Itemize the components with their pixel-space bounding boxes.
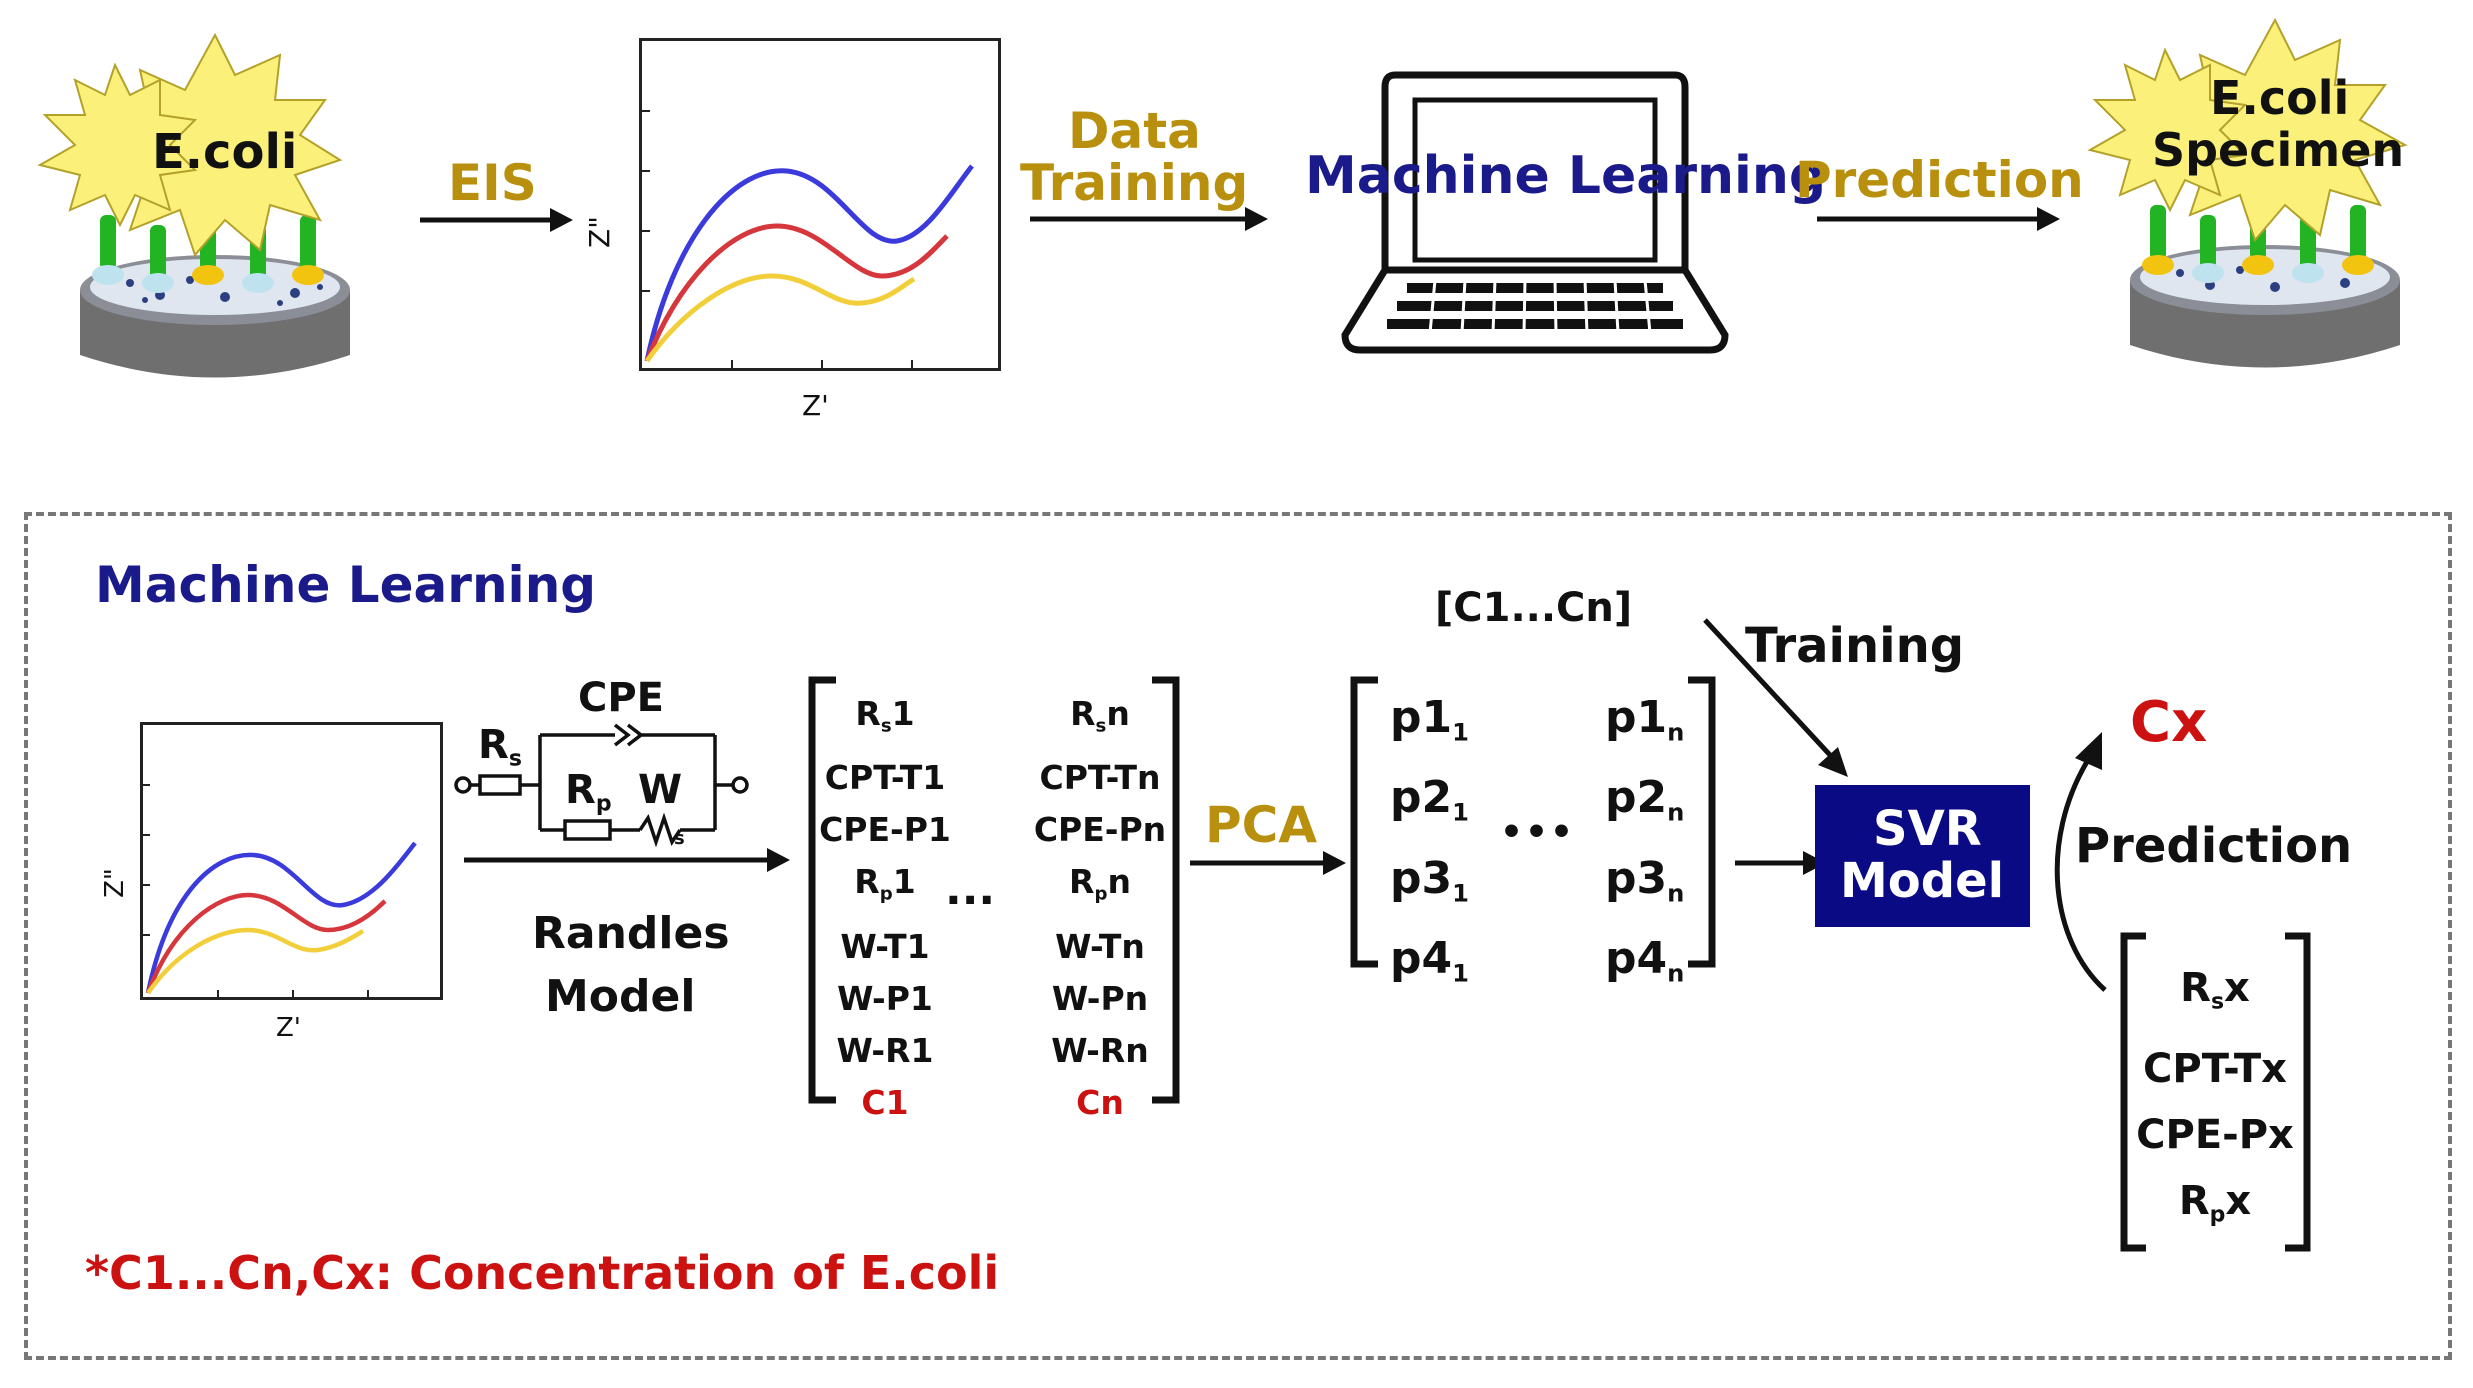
rs-resistor — [478, 774, 522, 796]
matrix-cell: CPE-Pn — [1033, 810, 1167, 850]
pca-cell: p3n — [1605, 852, 1685, 908]
prediction-panel-label: Prediction — [2075, 818, 2353, 874]
arrow-to-parameter-matrix — [464, 848, 790, 872]
top-curve-yellow — [644, 273, 916, 363]
input-cell: CPE-Px — [2136, 1111, 2294, 1158]
pca-cell: p4n — [1605, 933, 1685, 988]
arrow-eis — [420, 208, 573, 232]
data-training-label-line2: Training — [1020, 154, 1249, 212]
ecoli-label: E.coli — [152, 124, 298, 180]
circuit-w-label: W — [638, 767, 683, 813]
machine-learning-panel — [24, 512, 2452, 1360]
panel-curve-blue — [145, 841, 417, 994]
pca-ellipsis: ••• — [1500, 812, 1576, 853]
matrix-cell: Rsn — [1070, 694, 1130, 737]
input-cell: Rsx — [2180, 965, 2250, 1015]
data-training-label-line1: Data — [1068, 102, 1201, 160]
ecoli-specimen-illustration — [2075, 15, 2455, 385]
matrix-cell: CPT-T1 — [824, 758, 946, 798]
matrix-column-last: Rsn CPT-Tn CPE-Pn Rpn W-Tn W-Pn W-Rn Cn — [1020, 688, 1180, 1129]
parameter-matrix-brackets — [808, 676, 1180, 1104]
circuit-rp-label: Rp — [565, 767, 612, 817]
panel-nyquist-plot — [140, 722, 443, 1000]
top-plot-y-label: Z" — [583, 215, 617, 249]
circuit-cpe-label: CPE — [578, 675, 664, 721]
circuit-ws-sub-label: s — [674, 828, 685, 849]
input-vector-brackets — [2120, 932, 2311, 1252]
prediction-top-label: Prediction — [1795, 151, 2084, 209]
cpe-element — [613, 723, 644, 747]
matrix-cell: Rp1 — [854, 862, 916, 905]
rp-resistor — [563, 819, 612, 841]
matrix-cell: Rs1 — [855, 694, 915, 737]
pca-cell: p21 — [1390, 772, 1469, 827]
matrix-cell: W-Tn — [1055, 926, 1145, 966]
matrix-column-first: Rs1 CPT-T1 CPE-P1 Rp1 W-T1 W-P1 W-R1 C1 — [805, 688, 965, 1129]
top-plot-x-label: Z' — [802, 389, 829, 422]
svr-label-line2: Model — [1840, 853, 2005, 909]
svr-model-box — [1815, 785, 2030, 927]
circuit-rs-label: Rs — [478, 722, 522, 772]
matrix-cell: W-P1 — [837, 978, 933, 1018]
matrix-cell: W-Rn — [1051, 1030, 1149, 1070]
panel-curve-yellow — [146, 927, 365, 995]
arrow-prediction-curve — [2054, 732, 2107, 992]
pca-column-last: p1n p2n p3n p4n — [1605, 685, 1684, 1007]
panel-plot-y-label: Z" — [99, 868, 130, 898]
top-curve-red — [644, 223, 949, 362]
matrix-cell: W-Pn — [1051, 978, 1149, 1018]
randles-circuit-diagram — [454, 723, 749, 848]
input-cell: Rpx — [2178, 1177, 2252, 1228]
matrix-ellipsis: ... — [945, 864, 996, 915]
panel-curve-red — [145, 892, 387, 994]
eis-label: EIS — [448, 154, 537, 212]
input-cell: CPT-Tx — [2143, 1045, 2287, 1092]
matrix-cell: W-T1 — [840, 926, 930, 966]
top-curve-blue — [644, 164, 974, 362]
input-vector: Rsx CPT-Tx CPE-Px Rpx — [2130, 955, 2300, 1248]
cx-output-label: Cx — [2130, 690, 2208, 755]
randles-label-line2: Model — [545, 971, 696, 1022]
svr-label-line1: SVR — [1873, 801, 1982, 857]
matrix-cell: W-R1 — [836, 1030, 934, 1070]
arrow-to-svr — [1735, 851, 1826, 875]
randles-label-line1: Randles — [532, 908, 730, 959]
matrix-cell: CPT-Tn — [1039, 758, 1161, 798]
arrow-training — [1703, 618, 1848, 777]
specimen-label-line2: Specimen — [2152, 123, 2405, 177]
panel-title: Machine Learning — [95, 556, 597, 614]
training-label: Training — [1745, 618, 1965, 674]
pca-column-first: p11 p21 p31 p41 — [1390, 685, 1469, 1007]
pca-cell: p1n — [1605, 692, 1685, 747]
warburg-element — [638, 812, 682, 848]
pca-cell: p31 — [1390, 852, 1469, 908]
pca-matrix-brackets — [1350, 676, 1716, 968]
concentration-vector-label: [C1...Cn] — [1435, 585, 1633, 631]
panel-plot-x-label: Z' — [276, 1013, 301, 1043]
ecoli-sensor-illustration — [20, 25, 410, 395]
pca-label: PCA — [1205, 796, 1318, 854]
footnote: *C1...Cn,Cx: Concentration of E.coli — [85, 1246, 1000, 1300]
pca-cell: p41 — [1390, 933, 1469, 988]
pca-cell: p11 — [1390, 692, 1469, 747]
top-nyquist-plot — [639, 38, 1001, 371]
matrix-cell-concentration: C1 — [861, 1082, 909, 1122]
matrix-cell-concentration: Cn — [1076, 1082, 1124, 1122]
arrow-prediction-top — [1817, 207, 2060, 231]
machine-learning-top-label: Machine Learning — [1305, 146, 1827, 206]
arrow-data-training — [1030, 207, 1268, 231]
pca-cell: p2n — [1605, 772, 1685, 827]
laptop-icon — [1341, 71, 1729, 354]
matrix-cell: Rpn — [1069, 862, 1131, 905]
specimen-label-line1: E.coli — [2210, 71, 2350, 125]
arrow-pca — [1190, 851, 1346, 875]
matrix-cell: CPE-P1 — [819, 810, 951, 850]
